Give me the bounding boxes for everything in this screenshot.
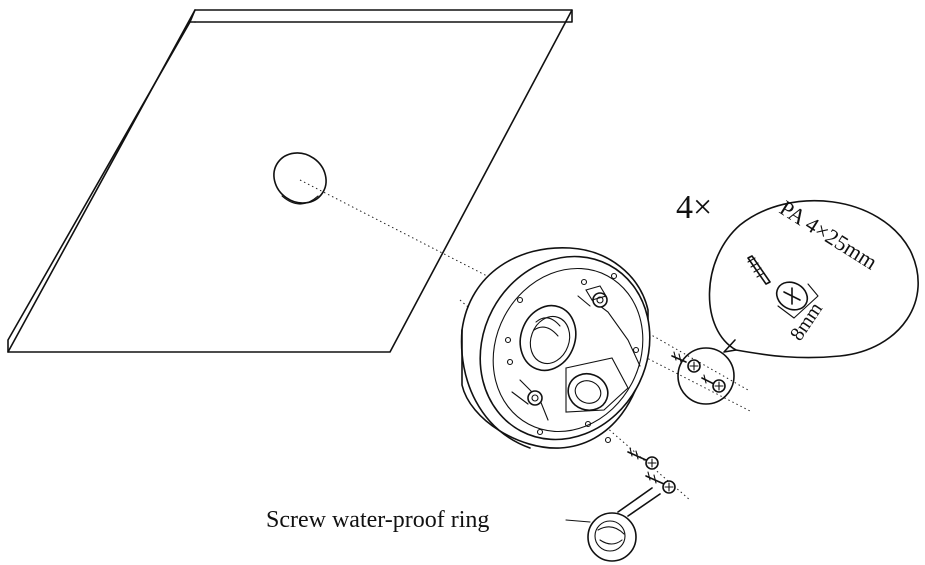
screw-upper-1: [671, 351, 701, 373]
quantity-label: 4×: [676, 189, 712, 226]
waterproof-ring: [565, 487, 661, 562]
screw-callout-ring: [677, 347, 735, 405]
cable-hole: [273, 152, 327, 205]
waterproof-ring-label: Screw water-proof ring: [266, 507, 489, 533]
screw-lower-2: [645, 471, 676, 494]
screw-spec-callout: [708, 199, 919, 359]
screw-lower-1: [627, 447, 659, 470]
junction-box: [460, 247, 651, 449]
screw-upper-2: [701, 374, 726, 393]
